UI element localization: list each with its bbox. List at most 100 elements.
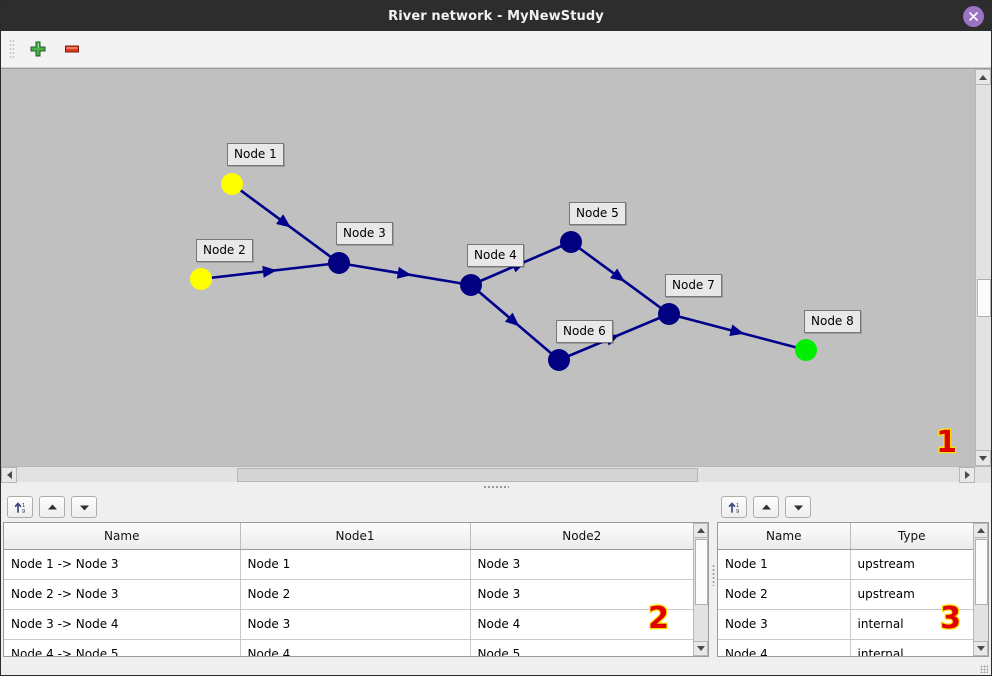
reaches-vertical-scrollbar[interactable] (693, 523, 708, 656)
graph-vertical-scrollbar[interactable] (975, 69, 991, 466)
table-cell[interactable]: internal (850, 639, 973, 656)
table-cell[interactable]: Node 1 (240, 549, 471, 580)
node-label-node-5[interactable]: Node 5 (569, 202, 626, 225)
graph-node-node-7[interactable] (658, 303, 680, 325)
network-canvas[interactable]: Node 1 Node 2 Node 3 Node 4 Node 5 Node 6 Node… (1, 69, 975, 466)
horizontal-splitter[interactable] (1, 482, 991, 492)
move-up-icon[interactable] (753, 496, 779, 518)
window-title: River network - MyNewStudy (388, 8, 604, 24)
toolbar-grip[interactable] (9, 39, 15, 59)
column-header-name[interactable]: Name (718, 523, 851, 550)
reaches-scroll-up-icon[interactable] (693, 523, 708, 538)
graph-area: Node 1 Node 2 Node 3 Node 4 Node 5 Node 6 Node… (1, 68, 991, 466)
node-label-node-4[interactable]: Node 4 (467, 244, 524, 267)
table-cell[interactable]: upstream (850, 549, 973, 580)
resize-grip[interactable] (980, 665, 988, 673)
edge-arrowhead (276, 214, 291, 228)
table-cell[interactable]: Node 1 -> Node 3 (4, 549, 241, 580)
badge-marker-2: 2 (647, 601, 670, 636)
move-down-icon[interactable] (785, 496, 811, 518)
sort-ascending-icon[interactable]: 1 9 (7, 496, 33, 518)
column-header-node2[interactable]: Node2 (470, 523, 693, 550)
table-cell[interactable]: Node 3 (470, 549, 693, 580)
add-node-icon[interactable] (25, 36, 51, 62)
svg-text:1: 1 (736, 503, 739, 509)
title-bar: River network - MyNewStudy (1, 1, 991, 31)
graph-node-node-5[interactable] (560, 231, 582, 253)
reaches-vscroll-thumb[interactable] (695, 539, 708, 605)
vertical-splitter-grip (711, 563, 715, 586)
svg-text:9: 9 (22, 509, 25, 515)
table-cell[interactable]: Node 3 (470, 579, 693, 610)
column-header-type[interactable]: Type (850, 523, 973, 550)
column-header-name[interactable]: Name (4, 523, 241, 550)
move-up-icon[interactable] (39, 496, 65, 518)
table-cell[interactable]: upstream (850, 579, 973, 610)
graph-node-node-1[interactable] (221, 173, 243, 195)
table-cell[interactable]: Node 3 -> Node 4 (4, 609, 241, 640)
sort-ascending-icon[interactable]: 1 9 (721, 496, 747, 518)
reaches-pane: 1 9 (1, 492, 711, 657)
reaches-scroll-down-icon[interactable] (693, 641, 708, 656)
scroll-left-icon[interactable] (1, 467, 17, 483)
table-cell[interactable]: Node 2 (718, 579, 851, 610)
remove-node-icon[interactable] (59, 36, 85, 62)
graph-vscroll-thumb[interactable] (977, 279, 991, 317)
graph-hscroll-thumb[interactable] (237, 468, 698, 482)
nodes-scroll-up-icon[interactable] (973, 523, 988, 538)
node-label-node-3[interactable]: Node 3 (336, 222, 393, 245)
graph-node-node-4[interactable] (460, 274, 482, 296)
scroll-right-icon[interactable] (959, 467, 975, 483)
nodes-vertical-scrollbar[interactable] (973, 523, 988, 656)
graph-node-node-8[interactable] (795, 339, 817, 361)
table-cell[interactable]: Node 4 (470, 609, 693, 640)
node-label-node-7[interactable]: Node 7 (665, 274, 722, 297)
table-cell[interactable]: Node 1 (718, 549, 851, 580)
nodes-pane: 1 9 (715, 492, 991, 657)
table-cell[interactable]: Node 3 (240, 609, 471, 640)
graph-node-node-2[interactable] (190, 268, 212, 290)
scroll-up-icon[interactable] (975, 69, 991, 85)
node-label-node-2[interactable]: Node 2 (196, 239, 253, 262)
node-label-node-6[interactable]: Node 6 (556, 320, 613, 343)
hscroll-track[interactable] (17, 467, 959, 482)
graph-node-node-6[interactable] (548, 349, 570, 371)
move-down-icon[interactable] (71, 496, 97, 518)
node-label-node-1[interactable]: Node 1 (227, 143, 284, 166)
svg-text:9: 9 (736, 509, 739, 515)
table-cell[interactable]: Node 4 (718, 639, 851, 656)
table-cell[interactable]: Node 4 -> Node 5 (4, 639, 241, 656)
nodes-vscroll-thumb[interactable] (975, 539, 988, 605)
table-cell[interactable]: Node 2 (240, 579, 471, 610)
column-header-node1[interactable]: Node1 (240, 523, 471, 550)
table-cell[interactable]: Node 5 (470, 639, 693, 656)
splitter-grip (483, 485, 509, 489)
table-cell[interactable]: internal (850, 609, 973, 640)
scroll-down-icon[interactable] (975, 450, 991, 466)
table-cell[interactable]: Node 4 (240, 639, 471, 656)
node-label-node-8[interactable]: Node 8 (804, 310, 861, 333)
table-cell[interactable]: Node 2 -> Node 3 (4, 579, 241, 610)
table-cell[interactable]: Node 3 (718, 609, 851, 640)
close-icon[interactable] (963, 6, 984, 27)
vertical-splitter[interactable] (711, 492, 715, 657)
graph-horizontal-scrollbar[interactable] (1, 466, 991, 483)
nodes-scroll-down-icon[interactable] (973, 641, 988, 656)
graph-node-node-3[interactable] (328, 252, 350, 274)
